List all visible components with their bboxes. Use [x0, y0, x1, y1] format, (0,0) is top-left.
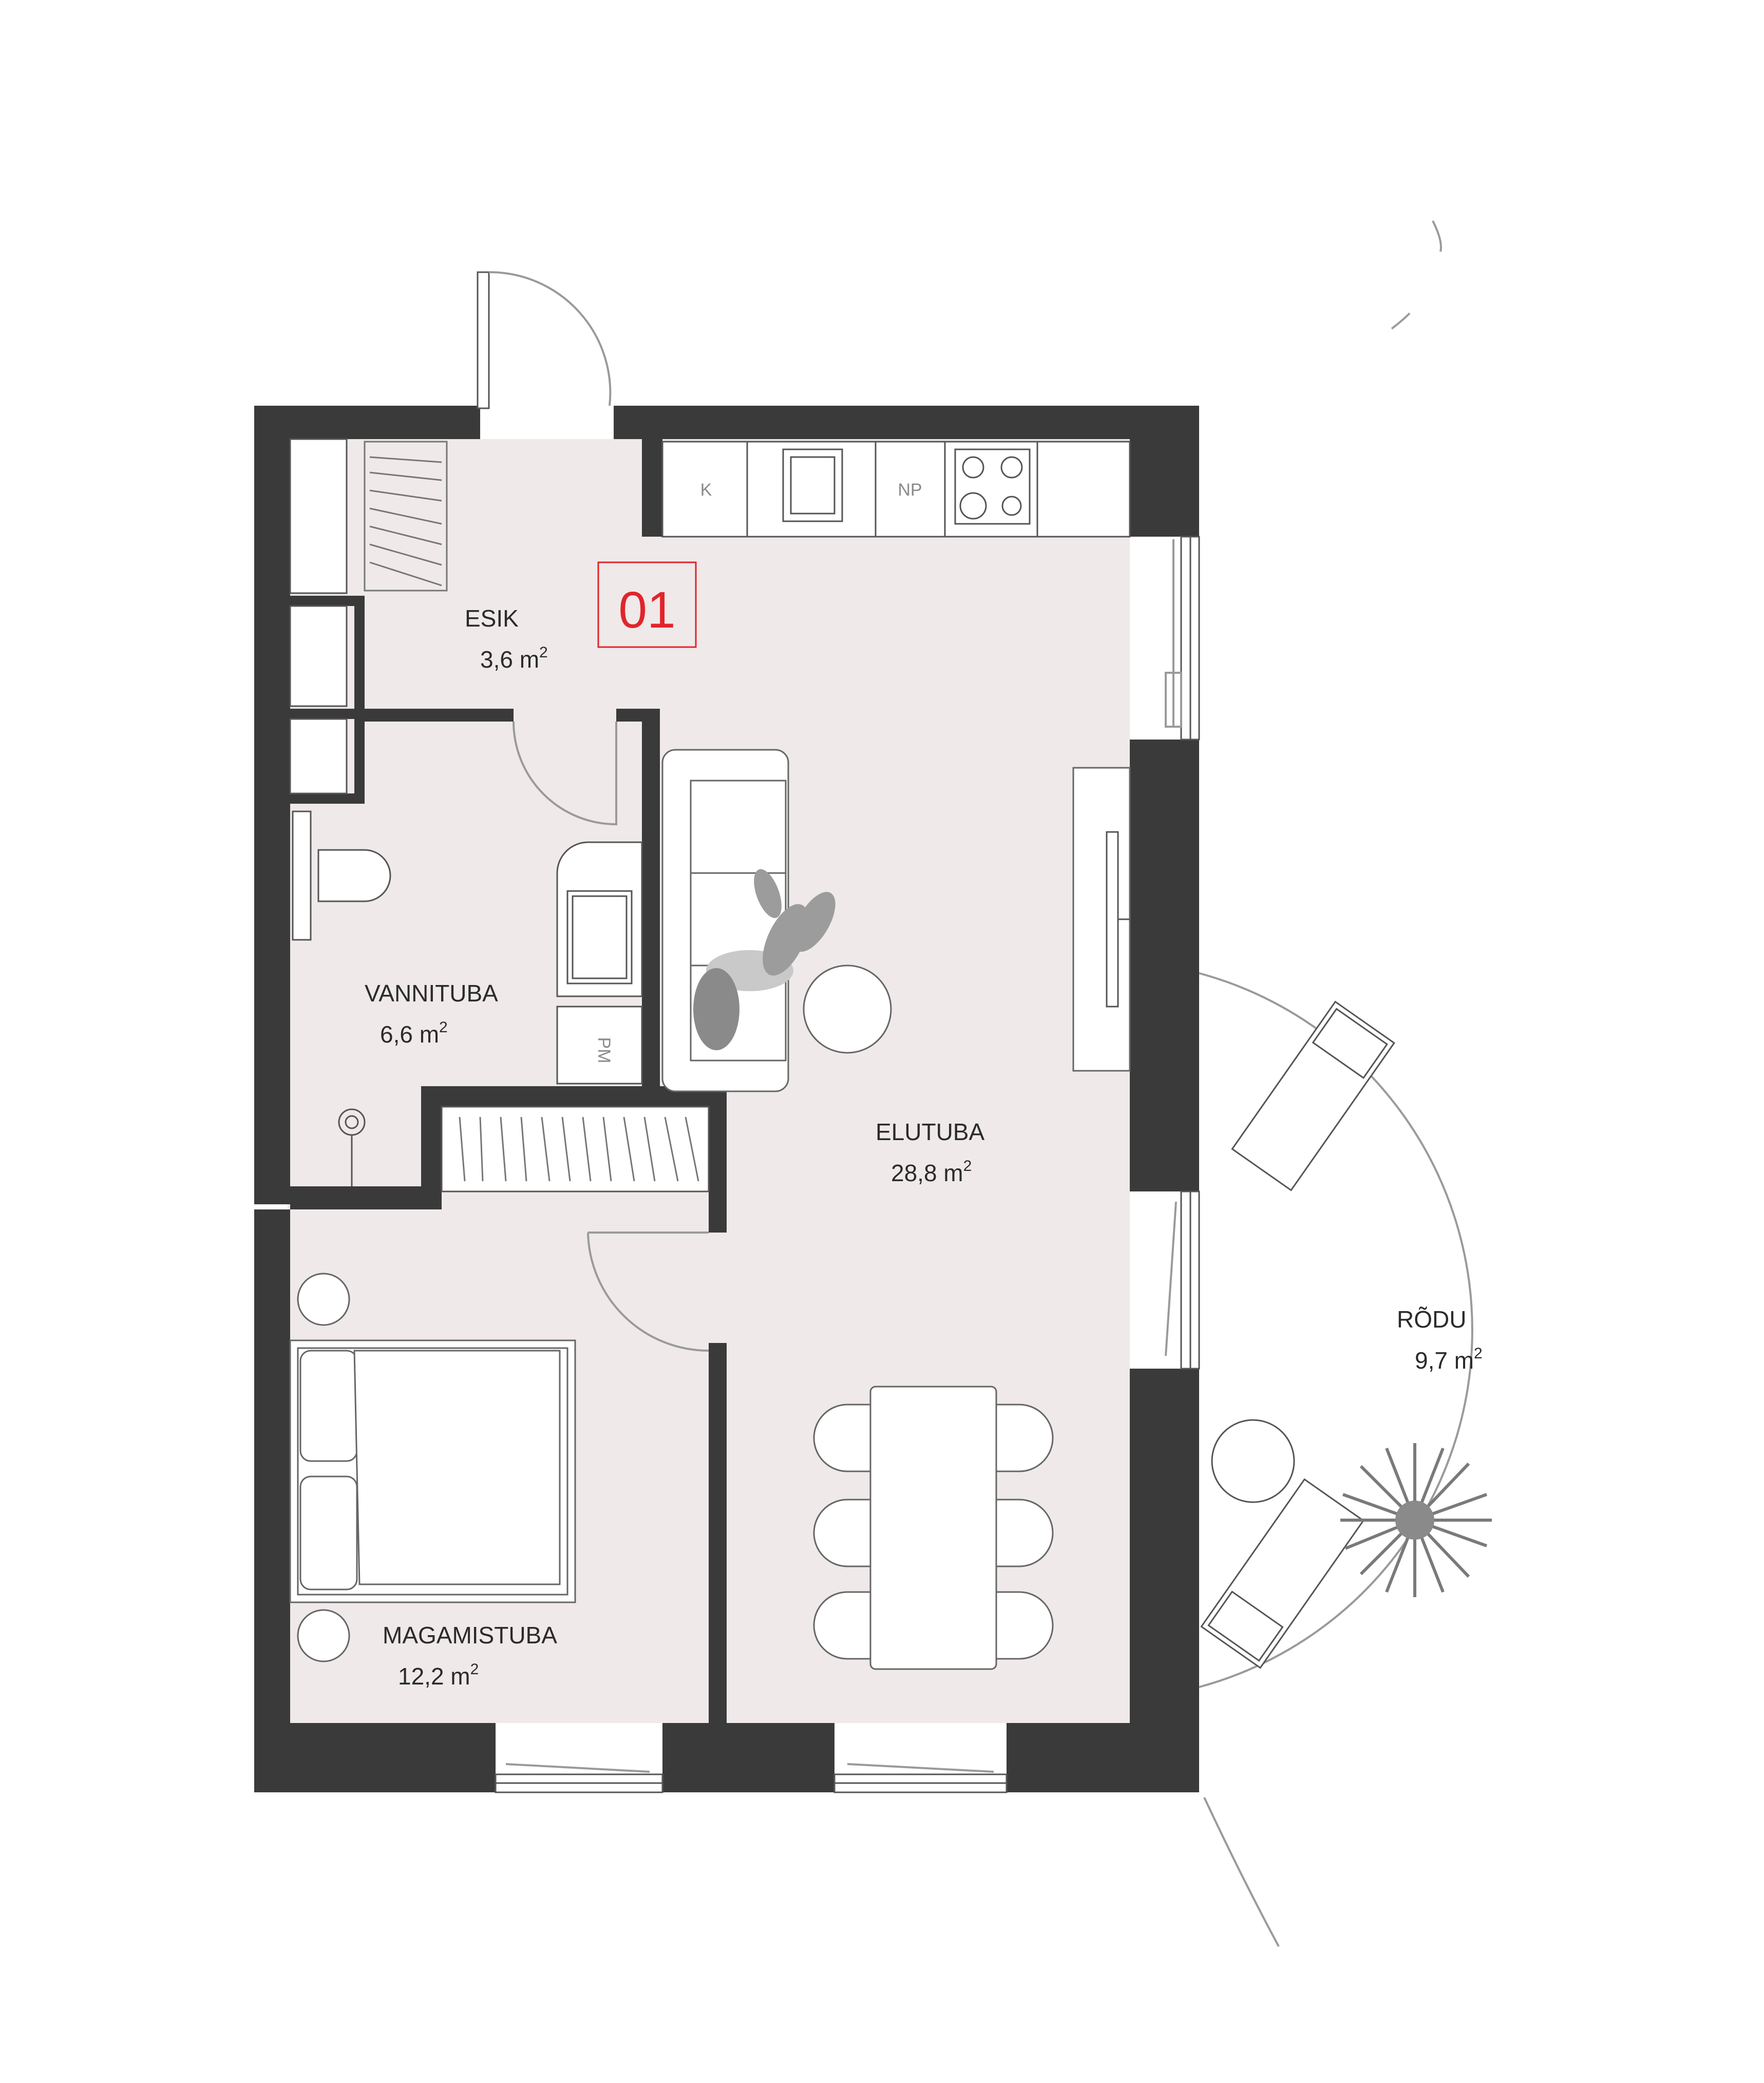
bedroom-wardrobe	[441, 1106, 710, 1192]
sun-lounger-top	[1231, 1000, 1395, 1191]
sink-icon	[782, 448, 843, 522]
dining-set	[813, 1386, 1054, 1670]
toilet-icon	[292, 810, 312, 941]
kitchen-counter: K NP	[661, 441, 1131, 538]
room-name-rodu: RÕDU	[1397, 1306, 1466, 1333]
apartment-number-badge: 01	[597, 561, 697, 648]
windows	[495, 536, 1200, 1793]
dishwasher-label: NP	[898, 480, 922, 500]
room-labels: ESIK 3,6 m2 VANNITUBA 6,6 m2 ELUTUBA 28,…	[365, 605, 1483, 1690]
bedroom-furniture	[289, 1273, 576, 1662]
room-name-magamistuba: MAGAMISTUBA	[383, 1622, 557, 1649]
apartment-number: 01	[618, 581, 675, 639]
shower-icon	[338, 1108, 366, 1186]
entrance-door[interactable]	[477, 271, 612, 409]
washing-machine-label: PM	[594, 1037, 614, 1064]
potted-plant-icon	[1340, 1443, 1492, 1597]
bedroom-door[interactable]	[587, 1232, 709, 1352]
vanity-counter	[556, 841, 643, 997]
nightstand-top	[297, 1273, 350, 1326]
balcony	[1199, 220, 1492, 1947]
dining-table	[869, 1386, 997, 1670]
room-area-magamistuba: 12,2 m2	[398, 1661, 479, 1690]
balcony-doors[interactable]	[1165, 539, 1182, 1356]
room-name-esik: ESIK	[465, 605, 519, 632]
tv-icon	[1106, 831, 1119, 1008]
stove-icon	[954, 448, 1031, 525]
fridge-label: K	[700, 480, 712, 500]
nightstand-bottom	[297, 1609, 350, 1662]
sun-lounger-bottom	[1200, 1478, 1364, 1669]
room-area-rodu: 9,7 m2	[1415, 1345, 1483, 1374]
coffee-table	[803, 964, 892, 1054]
room-name-vannituba: VANNITUBA	[365, 980, 498, 1007]
outer-walls	[254, 406, 1199, 1792]
room-area-elutuba: 28,8 m2	[891, 1158, 972, 1186]
bathroom-fixtures: PM	[292, 810, 643, 1186]
room-area-esik: 3,6 m2	[480, 644, 548, 673]
room-area-vannituba: 6,6 m2	[380, 1019, 448, 1048]
people-figure	[693, 869, 836, 1050]
washbasin-icon	[566, 890, 633, 984]
side-table	[1211, 1419, 1295, 1503]
tv-unit	[1072, 767, 1131, 1072]
bathroom-door[interactable]	[513, 721, 617, 826]
hall-wardrobe	[289, 438, 448, 794]
interior-walls	[290, 439, 727, 1723]
room-name-elutuba: ELUTUBA	[876, 1119, 984, 1145]
